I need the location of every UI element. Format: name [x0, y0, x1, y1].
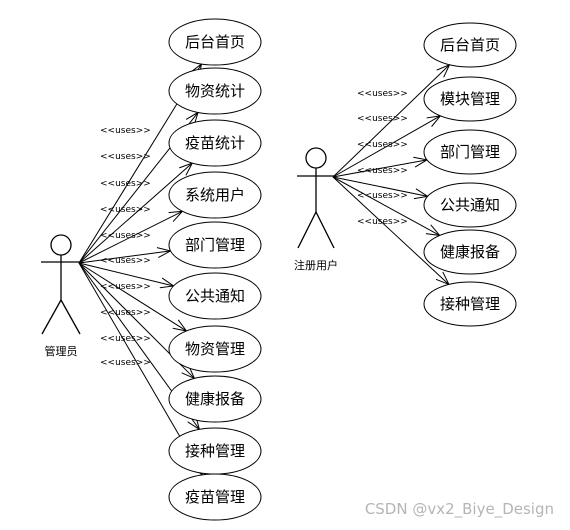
association-line [332, 159, 428, 178]
actor-user-label: 注册用户 [294, 258, 338, 272]
stereotype-label: <<uses>> [100, 126, 151, 136]
use-case-label: 公共通知 [185, 287, 245, 305]
stereotype-label: <<uses>> [357, 217, 408, 227]
association-line [78, 210, 183, 264]
use-case-ellipse [168, 325, 262, 373]
use-cases: 后台首页物资统计疫苗统计系统用户部门管理公共通知物资管理健康报备接种管理疫苗管理… [168, 18, 517, 521]
stereotype-label: <<uses>> [100, 334, 151, 344]
use-case-ellipse [168, 375, 262, 423]
use-case-ellipse [168, 67, 262, 115]
use-case-ellipse [168, 272, 262, 320]
stereotype-label: <<uses>> [357, 191, 408, 201]
stereotype-label: <<uses>> [100, 308, 151, 318]
stereotype-label: <<uses>> [357, 89, 408, 99]
association-line [332, 176, 440, 236]
use-case[interactable]: 后台首页 [168, 18, 262, 66]
actor-left-leg [297, 211, 317, 249]
use-case[interactable]: 疫苗管理 [168, 473, 262, 521]
use-case-ellipse [168, 18, 262, 66]
use-case-ellipse [423, 22, 517, 68]
watermark: CSDN @vx2_Biye_Design [364, 500, 554, 518]
actor-admin-label: 管理员 [45, 344, 78, 358]
stereotype-label: <<uses>> [100, 179, 151, 189]
use-case[interactable]: 疫苗统计 [168, 119, 262, 167]
use-case-ellipse [168, 221, 262, 269]
use-case[interactable]: 接种管理 [423, 281, 517, 327]
use-case[interactable]: 模块管理 [423, 76, 517, 122]
association-lines [78, 62, 451, 477]
association-line [332, 176, 450, 285]
actor-admin[interactable] [41, 234, 81, 335]
use-case-label: 疫苗统计 [185, 134, 245, 152]
use-case-label: 后台首页 [185, 33, 245, 51]
use-case[interactable]: 公共通知 [168, 272, 262, 320]
stereotype-label: <<uses>> [100, 282, 151, 292]
use-case-ellipse [168, 119, 262, 167]
stereotype-label: <<uses>> [100, 231, 151, 241]
use-case[interactable]: 部门管理 [168, 221, 262, 269]
use-case-label: 物资统计 [185, 82, 245, 100]
association-line [332, 176, 428, 197]
use-case-label: 系统用户 [185, 186, 245, 204]
stereotype-label: <<uses>> [100, 205, 151, 215]
use-case[interactable]: 接种管理 [168, 427, 262, 475]
use-case[interactable]: 后台首页 [423, 22, 517, 68]
arrow-head-icon [168, 210, 184, 222]
use-case[interactable]: 物资管理 [168, 325, 262, 373]
use-case-label: 物资管理 [185, 340, 245, 358]
association-line [78, 250, 171, 264]
stereotype-label: <<uses>> [100, 358, 151, 368]
association-line [332, 115, 441, 178]
use-case-ellipse [423, 76, 517, 122]
use-case-label: 接种管理 [440, 295, 500, 313]
association-line [332, 64, 450, 178]
stereotype-label: <<uses>> [357, 166, 408, 176]
use-case-label: 后台首页 [440, 36, 500, 54]
use-case-label: 健康报备 [185, 390, 245, 408]
use-case-label: 公共通知 [440, 196, 500, 214]
use-case-ellipse [423, 281, 517, 327]
association-line [78, 162, 193, 264]
use-case-label: 疫苗管理 [185, 488, 245, 506]
stereotype-label: <<uses>> [357, 114, 408, 124]
association-line [78, 262, 187, 332]
stereotype-label: <<uses>> [100, 152, 151, 162]
actor-head [305, 147, 327, 169]
use-case[interactable]: 公共通知 [423, 182, 517, 228]
use-case-ellipse [423, 129, 517, 175]
stereotype-labels: <<uses>> <<uses>> <<uses>> <<uses>> <<uses>>… [100, 89, 408, 368]
use-case-label: 部门管理 [440, 143, 500, 161]
use-case-label: 部门管理 [185, 236, 245, 254]
actor-right-leg [315, 211, 335, 249]
use-case[interactable]: 部门管理 [423, 129, 517, 175]
use-case[interactable]: 物资统计 [168, 67, 262, 115]
use-case[interactable]: 健康报备 [423, 229, 517, 275]
use-case-ellipse [168, 473, 262, 521]
use-case-ellipse [423, 182, 517, 228]
use-case-label: 模块管理 [440, 90, 500, 108]
use-case[interactable]: 系统用户 [168, 171, 262, 219]
use-case-ellipse [423, 229, 517, 275]
use-case-ellipse [168, 171, 262, 219]
use-case-label: 健康报备 [440, 243, 500, 261]
actor-head [50, 234, 72, 256]
stereotype-label: <<uses>> [357, 140, 408, 150]
use-case[interactable]: 健康报备 [168, 375, 262, 423]
stereotype-label: <<uses>> [100, 256, 151, 266]
actor-right-leg [60, 299, 81, 335]
association-line [78, 262, 174, 287]
actor-left-leg [41, 299, 62, 335]
actor-user[interactable] [297, 147, 335, 249]
use-case-label: 接种管理 [185, 442, 245, 460]
